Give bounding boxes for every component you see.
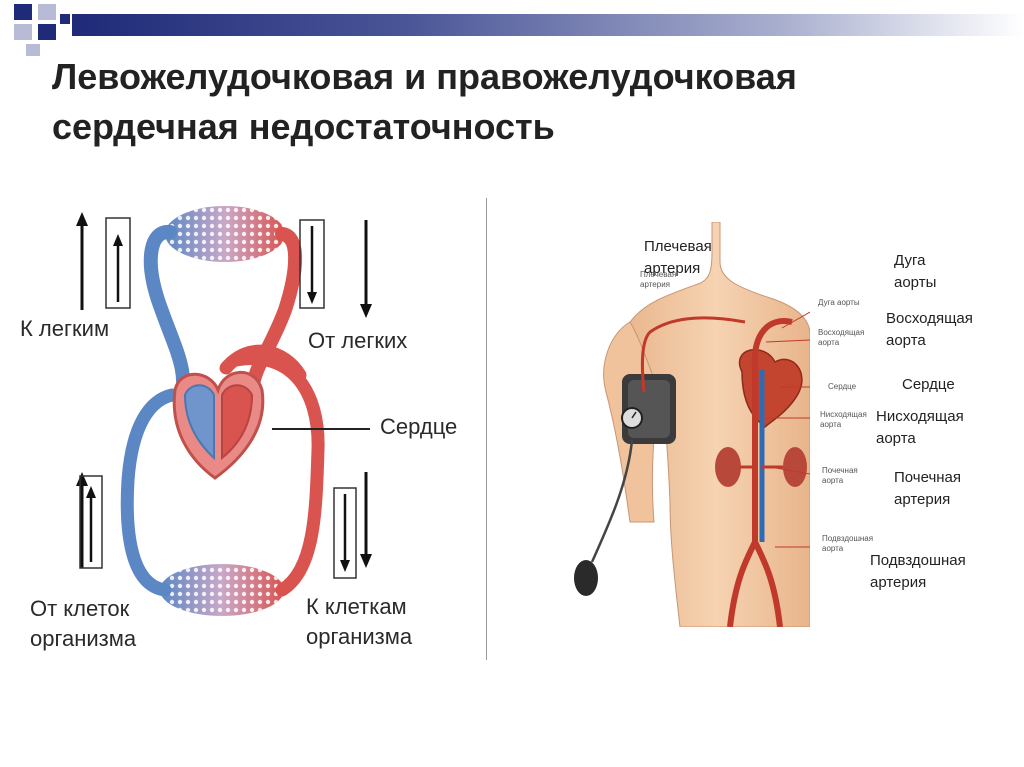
small-brachial-line2: артерия xyxy=(640,280,670,289)
descending-aorta-label: Нисходящая аорта xyxy=(876,406,964,450)
heart-label: Сердце xyxy=(380,414,458,439)
from-cells-label: От клеток организма xyxy=(30,594,136,654)
aorta-path xyxy=(727,318,793,627)
small-arch-label: Дуга аорты xyxy=(818,298,860,307)
small-descending-line2: аорта xyxy=(820,420,842,429)
slide-title-line1: Левожелудочковая и правожелудочковая xyxy=(52,56,797,97)
body-capillaries xyxy=(160,564,284,616)
small-renal-line1: Почечная xyxy=(822,466,858,475)
ascending-line2: аорта xyxy=(886,332,926,349)
from-lungs-arrows xyxy=(299,219,372,318)
to-cells-label: К клеткам организма xyxy=(306,592,412,652)
circulation-diagram xyxy=(76,206,372,616)
small-brachial-label: Плечевая артерия xyxy=(640,270,676,290)
pulmonary-artery-vessel xyxy=(143,225,191,412)
vena-cava-vessel xyxy=(120,388,179,597)
small-renal-line2: аорта xyxy=(822,476,844,485)
pointer-lines xyxy=(765,311,810,548)
small-ascending-label: Восходящая аорта xyxy=(818,328,864,348)
small-brachial-line1: Плечевая xyxy=(640,270,677,279)
ascending-line1: Восходящая xyxy=(886,310,973,327)
to-cells-arrows xyxy=(333,472,372,579)
brachial-artery-path xyxy=(640,316,746,393)
renal-line2: артерия xyxy=(894,491,951,508)
descending-line1: Нисходящая xyxy=(876,408,964,425)
renal-line1: Почечная xyxy=(894,469,962,486)
small-iliac-label: Подвздошная аорта xyxy=(822,534,873,554)
small-descending-line1: Нисходящая xyxy=(820,410,867,419)
kidney-left-shape xyxy=(715,447,741,487)
from-lungs-label: От легких xyxy=(308,328,408,353)
renal-artery-label: Почечная артерия xyxy=(894,467,961,511)
slide-title: Левожелудочковая и правожелудочковая сер… xyxy=(52,52,797,152)
anatomy-heart-label: Сердце xyxy=(902,376,955,393)
title-accent-bar xyxy=(72,14,1024,36)
descending-line2: аорта xyxy=(876,430,916,447)
from-cells-line1: От клеток xyxy=(30,596,130,621)
brachial-artery-label: Плечевая артерия xyxy=(644,236,712,280)
to-lungs-label: К легким xyxy=(20,316,110,341)
panel-divider xyxy=(486,198,487,660)
small-descending-label: Нисходящая аорта xyxy=(820,410,867,430)
slide-title-line2: сердечная недостаточность xyxy=(52,106,555,147)
bp-cuff xyxy=(574,374,676,596)
aortic-arch-vessel xyxy=(219,344,307,382)
small-ascending-line1: Восходящая xyxy=(818,328,865,337)
small-iliac-line2: аорта xyxy=(822,544,844,553)
pulmonary-vein-vessel xyxy=(245,227,303,397)
heart-shape xyxy=(172,370,265,480)
to-cells-line1: К клеткам xyxy=(306,594,407,619)
ascending-aorta-label: Восходящая аорта xyxy=(886,308,973,352)
arch-line2: аорты xyxy=(894,274,937,291)
arch-line1: Дуга xyxy=(894,252,926,269)
brachial-line1: Плечевая xyxy=(644,238,712,255)
lung-capillaries xyxy=(165,206,285,262)
brachial-line2: артерия xyxy=(644,260,701,277)
from-cells-line2: организма xyxy=(30,626,137,651)
small-iliac-line1: Подвздошная xyxy=(822,534,874,543)
small-renal-label: Почечная аорта xyxy=(822,466,858,486)
aortic-arch-label: Дуга аорты xyxy=(894,250,936,294)
iliac-line1: Подвздошная xyxy=(870,552,966,569)
kidney-right-shape xyxy=(783,447,807,487)
to-lungs-arrows xyxy=(76,212,131,310)
to-cells-line2: организма xyxy=(306,624,413,649)
iliac-artery-label: Подвздошная артерия xyxy=(870,550,966,594)
aorta-vessel xyxy=(229,352,325,597)
corner-squares-decoration xyxy=(14,4,70,56)
iliac-line2: артерия xyxy=(870,574,927,591)
body-arteries-illustration xyxy=(574,222,810,627)
small-heart-label: Сердце xyxy=(828,382,857,391)
small-ascending-line2: аорта xyxy=(818,338,840,347)
from-cells-arrows xyxy=(76,472,103,569)
